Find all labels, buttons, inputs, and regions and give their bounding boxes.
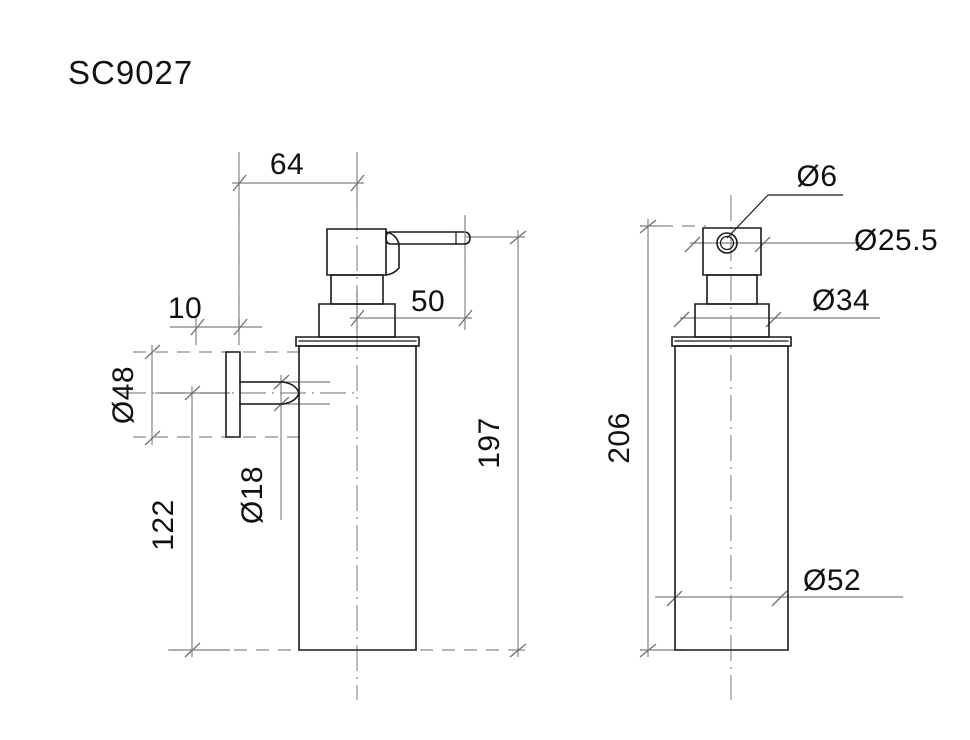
tick-50-left xyxy=(350,309,365,327)
tick-197-bottom xyxy=(509,643,527,658)
pump-base-collar-front xyxy=(694,303,770,338)
tick-206-top xyxy=(639,219,657,234)
pump-head-front xyxy=(702,227,762,276)
tick-50-right xyxy=(458,309,473,327)
leader-line-6 xyxy=(726,194,769,239)
tick-206-bottom xyxy=(639,643,657,658)
tick-10-right xyxy=(233,318,248,336)
dim-label-197: 197 xyxy=(473,417,506,469)
dim-label-18: Ø18 xyxy=(236,466,269,524)
dim-label-122: 122 xyxy=(147,499,180,551)
tick-255-right xyxy=(754,236,771,253)
tick-48-bottom xyxy=(144,430,161,446)
dim-label-50: 50 xyxy=(411,285,445,318)
dim-label-52: Ø52 xyxy=(803,564,861,597)
nozzle-hole-outer-front xyxy=(716,232,738,254)
front-elevation-view: Ø6 Ø25.5 Ø34 Ø52 206 xyxy=(603,160,938,700)
nozzle-hole-inner-front xyxy=(719,235,735,251)
tick-255-left xyxy=(684,236,701,253)
dim-label-255: Ø25.5 xyxy=(854,224,938,257)
dim-label-48: Ø48 xyxy=(107,366,140,424)
side-elevation-view: 64 10 50 197 xyxy=(107,148,527,700)
dim-label-206: 206 xyxy=(603,412,636,464)
tick-10-left xyxy=(190,318,205,336)
dim-label-10: 10 xyxy=(168,292,202,325)
pump-neck-front xyxy=(706,274,758,305)
tick-48-top xyxy=(144,344,161,360)
dim-label-64: 64 xyxy=(270,148,304,181)
pump-shoulder-side xyxy=(385,231,400,276)
tick-52-right xyxy=(771,590,788,607)
tick-122-top xyxy=(184,385,201,401)
dim-label-34: Ø34 xyxy=(812,284,870,317)
page-title: SC9027 xyxy=(68,54,193,91)
tick-197-top xyxy=(509,230,527,245)
tick-34-left xyxy=(673,311,690,328)
tick-64-right xyxy=(350,174,365,192)
dim-label-6: Ø6 xyxy=(796,160,837,193)
spout-arm-side xyxy=(385,231,471,245)
mount-arm-side xyxy=(239,381,300,405)
tick-64-left xyxy=(232,174,247,192)
wall-plate-side xyxy=(225,351,241,438)
